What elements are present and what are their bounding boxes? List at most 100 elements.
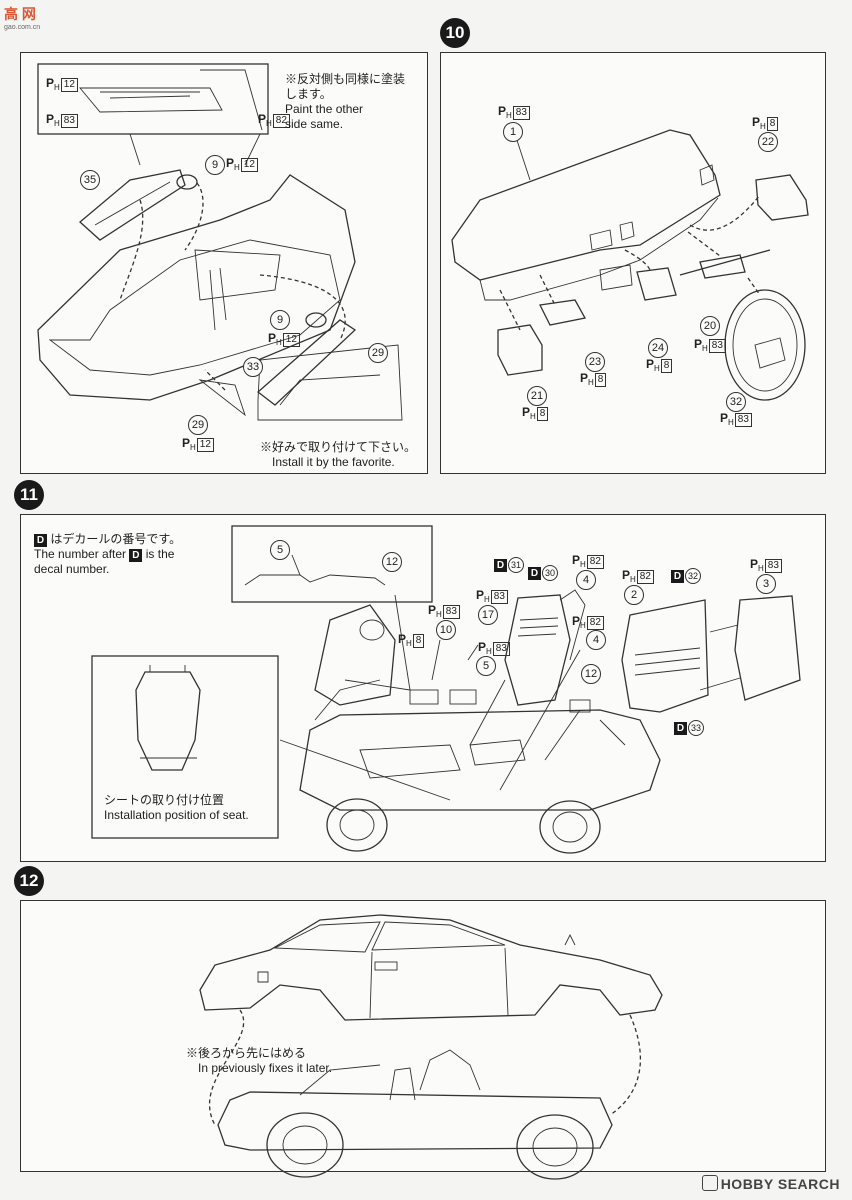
decal-note-en-line: The number after D is the (34, 547, 181, 562)
decal-number: 32 (685, 568, 701, 584)
step9-part-9-top: 9 (205, 155, 225, 175)
step11-part-3: 3 (756, 574, 776, 594)
step11-number: 11 (14, 480, 44, 510)
ph-number: 8 (536, 407, 549, 421)
decal-d-icon: D (34, 534, 47, 547)
decal-number: 33 (688, 720, 704, 736)
ph-number: 12 (60, 78, 78, 92)
step12-panel (20, 900, 826, 1172)
decal-note-en3: decal number. (34, 562, 110, 576)
fix-note-en: In previously fixes it later. (198, 1061, 333, 1075)
step12-fix-note: ※後ろから先にはめる In previously fixes it later. (186, 1046, 332, 1076)
install-note-en: Install it by the favorite. (272, 455, 395, 469)
step11-part-10: 10 (436, 620, 456, 640)
decal-note: D はデカールの番号です。 The number after D is the … (34, 532, 181, 577)
ph-number: 82 (272, 114, 290, 128)
step10-part-32: 32 (726, 392, 746, 412)
seat-note-en: Installation position of seat. (104, 808, 249, 822)
seat-position-note: シートの取り付け位置 Installation position of seat… (104, 793, 249, 823)
ph-number: 82 (636, 570, 654, 584)
step10-part-22: 22 (758, 132, 778, 152)
decal-number: 30 (542, 565, 558, 581)
site-watermark-logo: 高 网 gao.com.cn (4, 4, 40, 31)
ph-number: 83 (60, 114, 78, 128)
seat-note-jp: シートの取り付け位置 (104, 793, 225, 807)
step10-number: 10 (440, 18, 470, 48)
step11-part-5: 5 (476, 656, 496, 676)
step9-part-9-right: 9 (270, 310, 290, 330)
hobby-search-icon (701, 1175, 718, 1191)
step9-part-35: 35 (80, 170, 100, 190)
ph-number: 83 (490, 590, 508, 604)
ph-number: 83 (764, 559, 782, 573)
paint-note-en2: side same. (285, 117, 344, 131)
install-note-jp: ※好みで取り付けて下さい。 (260, 440, 417, 454)
decal-note-jp-line: D はデカールの番号です。 (34, 532, 181, 547)
ph-number: 12 (282, 333, 300, 347)
ph-number: 8 (412, 634, 425, 648)
step10-part-20: 20 (700, 316, 720, 336)
step10-part-24: 24 (648, 338, 668, 358)
paint-note-en1: Paint the other (285, 102, 364, 116)
step12-number: 12 (14, 866, 44, 896)
step9-part-33: 33 (243, 357, 263, 377)
step9-panel (20, 52, 428, 474)
fix-note-jp: ※後ろから先にはめる (186, 1046, 307, 1060)
decal-d-icon: D (671, 570, 684, 583)
ph-number: 83 (512, 106, 530, 120)
ph-number: 83 (442, 605, 460, 619)
decal-note-jp: はデカールの番号です。 (50, 532, 182, 546)
ph-number: 82 (586, 616, 604, 630)
step11-part-4-mid: 4 (586, 630, 606, 650)
watermark-url: gao.com.cn (4, 24, 41, 31)
step9-install-note: ※好みで取り付けて下さい。 Install it by the favorite… (260, 440, 416, 470)
step11-part-4-top: 4 (576, 570, 596, 590)
step9-part-29-inset: 29 (368, 343, 388, 363)
decal-d-icon: D (129, 549, 143, 562)
ph-number: 12 (196, 438, 214, 452)
watermark-text: 高 网 (4, 6, 36, 22)
decal-note-en2: is the (145, 547, 175, 561)
step11-inset-part-5: 5 (270, 540, 290, 560)
decal-d-icon: D (528, 567, 541, 580)
ph-number: 8 (594, 373, 607, 387)
brand-text: HOBBY SEARCH (720, 1176, 840, 1192)
decal-number: 31 (508, 557, 524, 573)
ph-number: 8 (766, 117, 779, 131)
decal-d-icon: D (674, 722, 687, 735)
step11-part-12: 12 (581, 664, 601, 684)
decal-d-icon: D (494, 559, 507, 572)
step9-part-29-lower: 29 (188, 415, 208, 435)
step10-part-1: 1 (503, 122, 523, 142)
decal-note-en1: The number after (34, 547, 127, 561)
step11-part-2: 2 (624, 585, 644, 605)
step11-inset-part-12: 12 (382, 552, 402, 572)
ph-number: 8 (660, 359, 673, 373)
step10-part-21: 21 (527, 386, 547, 406)
ph-number: 83 (708, 339, 726, 353)
ph-number: 12 (240, 158, 258, 172)
